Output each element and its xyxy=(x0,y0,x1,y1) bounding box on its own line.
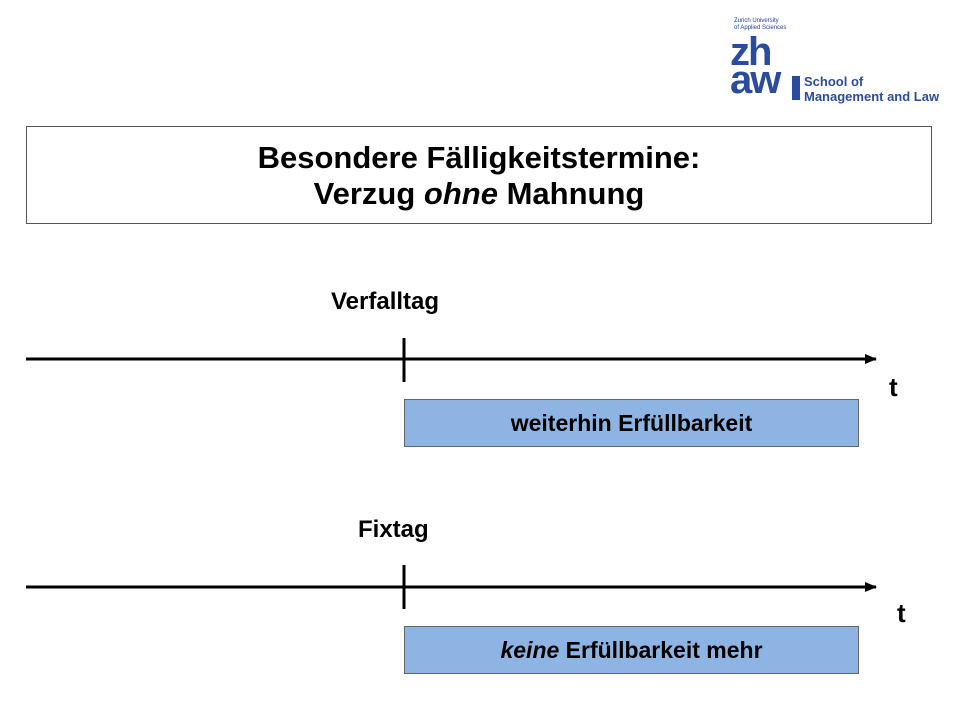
timeline-2-box-text: Erfüllbarkeit mehr xyxy=(559,637,763,663)
mark-bottom: aw xyxy=(730,58,781,102)
school-line-1: School of xyxy=(804,74,864,89)
timeline-2-box-italic: keine xyxy=(500,637,560,663)
zhaw-mark: zh aw xyxy=(730,30,781,102)
title-line-2-start: Verzug xyxy=(313,176,424,211)
title-box: Besondere Fälligkeitstermine: Verzug ohn… xyxy=(26,126,932,224)
title-line-2: Verzug ohne Mahnung xyxy=(27,176,931,212)
timeline-1-box-text: weiterhin Erfüllbarkeit xyxy=(510,410,753,436)
title-line-1: Besondere Fälligkeitstermine: xyxy=(257,140,701,175)
logo-divider xyxy=(792,76,800,100)
title-line-2-italic: ohne xyxy=(423,176,498,211)
title-line-2-end: Mahnung xyxy=(497,176,645,211)
university-line-2: of Applied Sciences xyxy=(734,25,787,31)
mark-top: zh xyxy=(730,30,772,74)
timeline-1-box: weiterhin Erfüllbarkeit xyxy=(404,399,859,447)
school-line-2: Management and Law xyxy=(804,89,940,104)
school-name: School of Management and Law xyxy=(804,74,939,104)
zhaw-logo: Zurich University of Applied Sciences zh… xyxy=(724,18,944,106)
timeline-1-t-label: t xyxy=(889,372,898,402)
timeline-2-t-label: t xyxy=(897,598,906,628)
university-name: Zurich University of Applied Sciences xyxy=(734,18,786,32)
university-line-1: Zurich University xyxy=(734,18,779,24)
verfalltag-label: Verfalltag xyxy=(331,288,440,315)
timeline-2-box: keine Erfüllbarkeit mehr xyxy=(404,626,859,674)
fixtag-label: Fixtag xyxy=(358,516,429,543)
